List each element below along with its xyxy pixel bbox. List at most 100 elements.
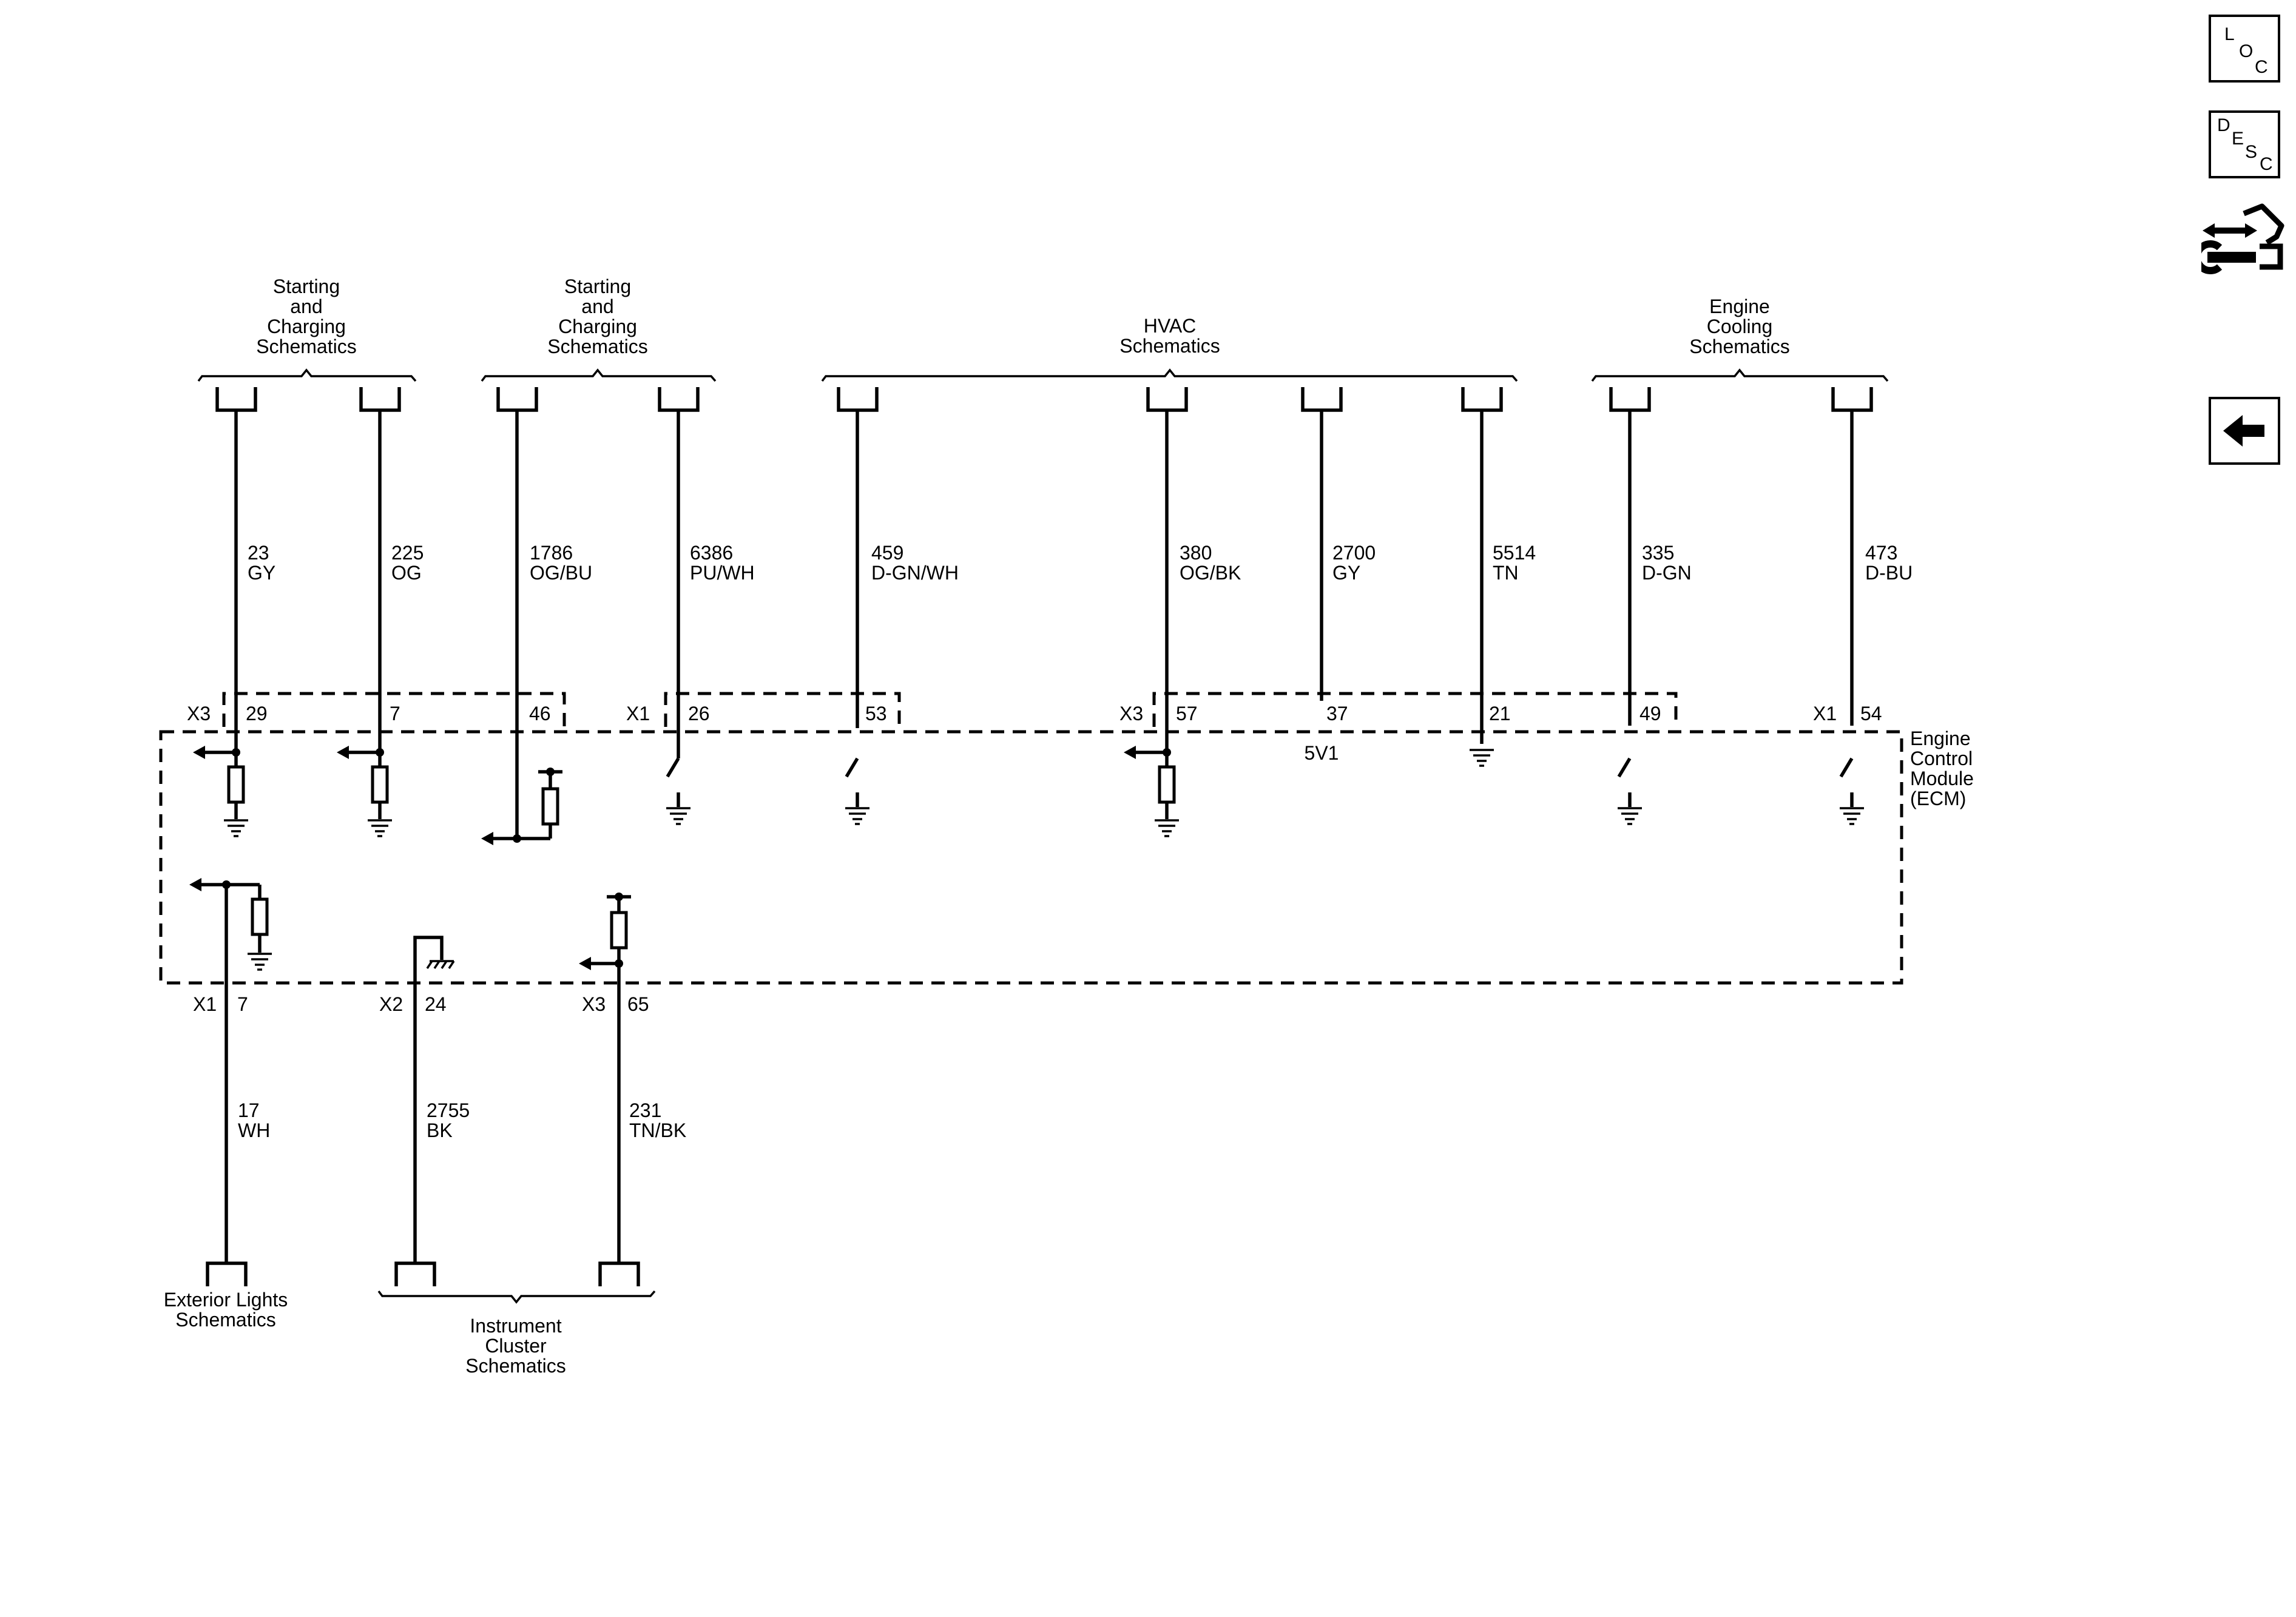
desc-letter-s: S bbox=[2245, 142, 2258, 162]
top-pin-labels: X3 29 7 46 X1 26 53 X3 57 37 21 49 X1 54 bbox=[187, 703, 1882, 724]
top-wire-labels: 23 GY 225 OG 1786 OG/BU 6386 PU/WH 459 D… bbox=[248, 542, 1913, 584]
top-brace-2 bbox=[481, 368, 717, 382]
top-terminal-6 bbox=[1146, 387, 1188, 412]
reference-voltage-label: 5V1 bbox=[1305, 742, 1339, 764]
bottom-group-label-2[interactable]: Instrument Cluster Schematics bbox=[465, 1315, 566, 1377]
top-group-4-line-2: Cooling bbox=[1707, 316, 1773, 337]
pin-label: 49 bbox=[1639, 703, 1661, 724]
bottom-wire-lines bbox=[225, 885, 621, 1263]
color-label: OG/BU bbox=[530, 562, 592, 584]
location-button[interactable]: L O C bbox=[2209, 15, 2280, 83]
low-side-switch-335 bbox=[1617, 757, 1642, 825]
connector-repair-button[interactable] bbox=[2193, 199, 2286, 284]
pin-label: 7 bbox=[237, 993, 248, 1015]
color-label: PU/WH bbox=[690, 562, 755, 584]
module-label: Engine Control Module (ECM) bbox=[1910, 727, 1974, 809]
top-group-1-line-4: Schematics bbox=[256, 336, 356, 357]
output-pulldown-17 bbox=[189, 878, 272, 971]
color-label: WH bbox=[238, 1119, 270, 1141]
input-pullup-231 bbox=[579, 893, 631, 970]
connector-wrench-icon bbox=[2193, 203, 2284, 274]
top-group-2-line-3: Charging bbox=[558, 316, 637, 337]
desc-letter-c: C bbox=[2260, 154, 2273, 174]
top-group-4-line-1: Engine bbox=[1709, 295, 1770, 317]
connector-label: X2 bbox=[379, 993, 403, 1015]
top-braces bbox=[197, 368, 1889, 382]
bottom-wire-labels: 17 WH 2755 BK 231 TN/BK bbox=[238, 1099, 686, 1141]
bottom-terminal-1 bbox=[206, 1261, 248, 1286]
low-side-switch-6386 bbox=[666, 726, 690, 825]
top-group-label-1[interactable]: Starting and Charging Schematics bbox=[256, 275, 356, 357]
top-group-label-3[interactable]: HVAC Schematics bbox=[1119, 315, 1220, 357]
back-arrow-icon bbox=[2223, 415, 2264, 447]
top-terminal-9 bbox=[1609, 387, 1651, 412]
top-group-3-line-1: HVAC bbox=[1144, 315, 1197, 337]
color-label: D-GN/WH bbox=[871, 562, 959, 584]
top-group-2-line-2: and bbox=[581, 295, 613, 317]
top-group-4-line-3: Schematics bbox=[1689, 336, 1789, 357]
connector-label: X1 bbox=[626, 703, 650, 724]
top-group-1-line-3: Charging bbox=[267, 316, 346, 337]
input-pulldown-23 bbox=[193, 746, 248, 837]
pin-label: 65 bbox=[627, 993, 649, 1015]
circuit-label: 17 bbox=[238, 1099, 260, 1121]
bottom-group-2-line-3: Schematics bbox=[465, 1355, 566, 1377]
circuit-label: 225 bbox=[391, 542, 424, 564]
circuit-label: 380 bbox=[1180, 542, 1212, 564]
top-terminal-5 bbox=[837, 387, 879, 412]
connector-label: X3 bbox=[187, 703, 211, 724]
color-label: D-GN bbox=[1642, 562, 1692, 584]
top-group-2-line-1: Starting bbox=[564, 275, 631, 297]
ground-5514 bbox=[1470, 749, 1494, 767]
top-brace-3 bbox=[821, 368, 1518, 382]
module-label-line-4: (ECM) bbox=[1910, 788, 1966, 809]
pin-label: 46 bbox=[529, 703, 551, 724]
bottom-brace bbox=[377, 1290, 656, 1304]
pin-label: 26 bbox=[688, 703, 710, 724]
top-terminal-7 bbox=[1301, 387, 1343, 412]
circuit-label: 6386 bbox=[690, 542, 733, 564]
pin-label: 54 bbox=[1860, 703, 1882, 724]
module-label-line-1: Engine bbox=[1910, 727, 1971, 749]
color-label: OG/BK bbox=[1180, 562, 1241, 584]
top-terminal-4 bbox=[658, 387, 700, 412]
bottom-pin-labels: X1 7 X2 24 X3 65 bbox=[193, 993, 649, 1015]
back-button[interactable] bbox=[2209, 397, 2280, 465]
pin-label: 57 bbox=[1176, 703, 1198, 724]
circuit-label: 2700 bbox=[1332, 542, 1376, 564]
top-group-1-line-1: Starting bbox=[273, 275, 340, 297]
top-terminal-3 bbox=[496, 387, 538, 412]
top-group-label-2[interactable]: Starting and Charging Schematics bbox=[547, 275, 647, 357]
module-label-line-3: Module bbox=[1910, 768, 1974, 789]
top-group-2-line-4: Schematics bbox=[547, 336, 647, 357]
circuit-label: 335 bbox=[1642, 542, 1674, 564]
circuit-label: 1786 bbox=[530, 542, 573, 564]
bottom-group-2-line-1: Instrument bbox=[470, 1315, 561, 1337]
bottom-group-1-line-1: Exterior Lights bbox=[164, 1289, 288, 1311]
input-pullup-1786 bbox=[481, 768, 562, 845]
color-label: GY bbox=[248, 562, 275, 584]
top-group-3-line-2: Schematics bbox=[1119, 335, 1220, 357]
top-group-label-4[interactable]: Engine Cooling Schematics bbox=[1689, 295, 1789, 357]
connector-label: X3 bbox=[1119, 703, 1143, 724]
input-pulldown-380 bbox=[1124, 746, 1179, 837]
color-label: TN/BK bbox=[629, 1119, 686, 1141]
top-brace-4 bbox=[1591, 368, 1889, 382]
connector-label: X1 bbox=[193, 993, 217, 1015]
pin-label: 29 bbox=[246, 703, 268, 724]
bottom-group-label-1[interactable]: Exterior Lights Schematics bbox=[164, 1289, 288, 1331]
circuit-label: 459 bbox=[871, 542, 903, 564]
top-terminal-8 bbox=[1461, 387, 1503, 412]
top-terminal-1 bbox=[215, 387, 257, 412]
description-button[interactable]: D E S C bbox=[2209, 110, 2280, 178]
pin-label: 53 bbox=[865, 703, 887, 724]
loc-letter-c: C bbox=[2255, 57, 2268, 77]
circuit-label: 23 bbox=[248, 542, 269, 564]
color-label: BK bbox=[427, 1119, 453, 1141]
top-wire-lines bbox=[234, 410, 1854, 837]
pin-label: 37 bbox=[1326, 703, 1348, 724]
circuit-label: 2755 bbox=[427, 1099, 470, 1121]
chassis-ground-2755 bbox=[413, 936, 455, 986]
pin-label: 21 bbox=[1489, 703, 1511, 724]
